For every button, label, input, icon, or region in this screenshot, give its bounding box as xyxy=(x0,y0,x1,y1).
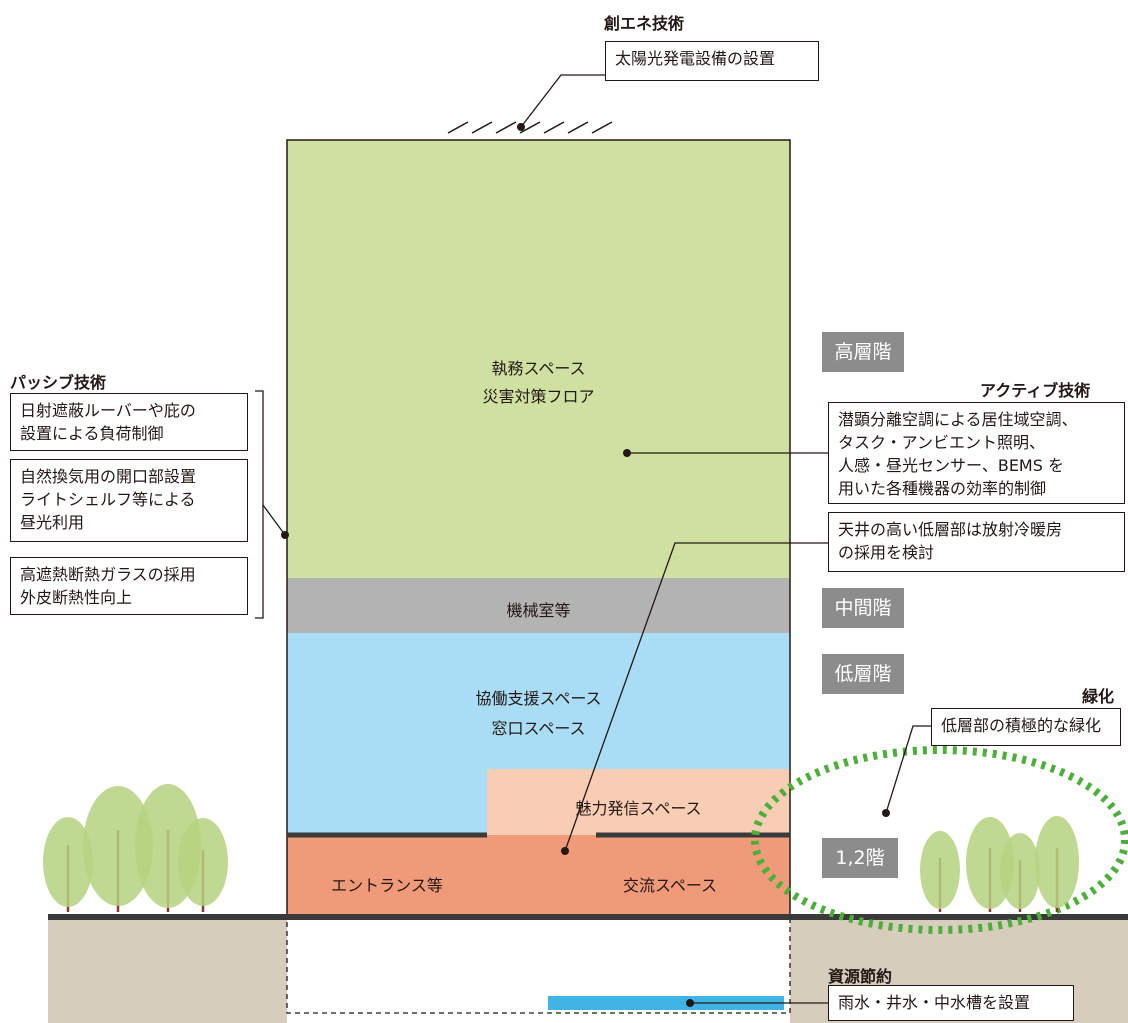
passive-box-2: 自然換気用の開口部設置 ライトシェルフ等による 昼光利用 xyxy=(10,459,248,542)
passive-box-2-line-3: 昼光利用 xyxy=(20,513,85,532)
resource-box: 雨水・井水・中水槽を設置 xyxy=(828,985,1074,1021)
passive-box-1: 日射遮蔽ルーバーや庇の 設置による負荷制御 xyxy=(10,393,248,451)
passive-box-1-line-1: 日射遮蔽ルーバーや庇の xyxy=(20,401,196,420)
lower-label-2: 窓口スペース xyxy=(491,719,586,738)
resource-heading: 資源節約 xyxy=(828,967,893,986)
entrance-floor xyxy=(287,835,790,914)
lower-label-1: 協働支援スペース xyxy=(475,689,602,708)
solar-box: 太陽光発電設備の設置 xyxy=(605,41,819,81)
passive-heading: パッシブ技術 xyxy=(10,373,107,392)
basement-outline xyxy=(286,916,791,1014)
active-box-1-line-4: 用いた各種機器の効率的制御 xyxy=(838,479,1047,498)
water-tank xyxy=(548,996,784,1010)
greening-box: 低層部の積極的な緑化 xyxy=(931,708,1121,746)
active-box-2-line-1: 天井の高い低層部は放射冷暖房 xyxy=(838,520,1063,539)
greening-heading: 緑化 xyxy=(1082,687,1115,706)
trees-right xyxy=(920,816,1079,912)
machine-floor xyxy=(287,578,790,633)
tag-middle-floors: 中間階 xyxy=(822,588,904,628)
passive-box-2-line-2: ライトシェルフ等による xyxy=(20,490,196,509)
passive-box-3-line-1: 高遮熱断熱ガラスの採用 xyxy=(20,565,196,584)
active-box-1-line-3: 人感・昼光センサー、BEMS を xyxy=(838,456,1064,475)
upper-floors xyxy=(287,140,790,578)
active-box-2: 天井の高い低層部は放射冷暖房 の採用を検討 xyxy=(828,512,1125,572)
active-box-2-line-2: の採用を検討 xyxy=(838,543,935,562)
passive-box-1-line-2: 設置による負荷制御 xyxy=(20,424,164,443)
tag-high-floors: 高層階 xyxy=(822,332,904,372)
passive-box-2-line-1: 自然換気用の開口部設置 xyxy=(20,467,197,486)
trees-left xyxy=(43,784,228,912)
upper-label-2: 災害対策フロア xyxy=(482,387,595,406)
solar-panels xyxy=(447,121,613,134)
attraction-label: 魅力発信スペース xyxy=(575,799,702,818)
tag-first-second-floors: 1,2階 xyxy=(822,838,898,878)
upper-label-1: 執務スペース xyxy=(491,359,586,378)
active-heading: アクティブ技術 xyxy=(980,381,1091,400)
entrance-label: エントランス等 xyxy=(331,876,443,895)
passive-bracket xyxy=(255,390,264,619)
machine-room-label: 機械室等 xyxy=(506,601,571,620)
active-box-1: 潜顕分離空調による居住域空調、 タスク・アンビエント照明、 人感・昼光センサー、… xyxy=(828,402,1125,504)
attraction-block xyxy=(487,769,790,835)
passive-box-3-line-2: 外皮断熱性向上 xyxy=(20,588,133,607)
passive-box-3: 高遮熱断熱ガラスの採用 外皮断熱性向上 xyxy=(10,557,248,615)
active-box-1-line-1: 潜顕分離空調による居住域空調、 xyxy=(838,410,1078,429)
active-box-1-line-2: タスク・アンビエント照明、 xyxy=(838,433,1046,452)
exchange-label: 交流スペース xyxy=(622,876,718,895)
tag-low-floors: 低層階 xyxy=(822,654,904,694)
greening-ellipse xyxy=(751,746,1128,934)
solar-heading: 創エネ技術 xyxy=(604,14,685,33)
